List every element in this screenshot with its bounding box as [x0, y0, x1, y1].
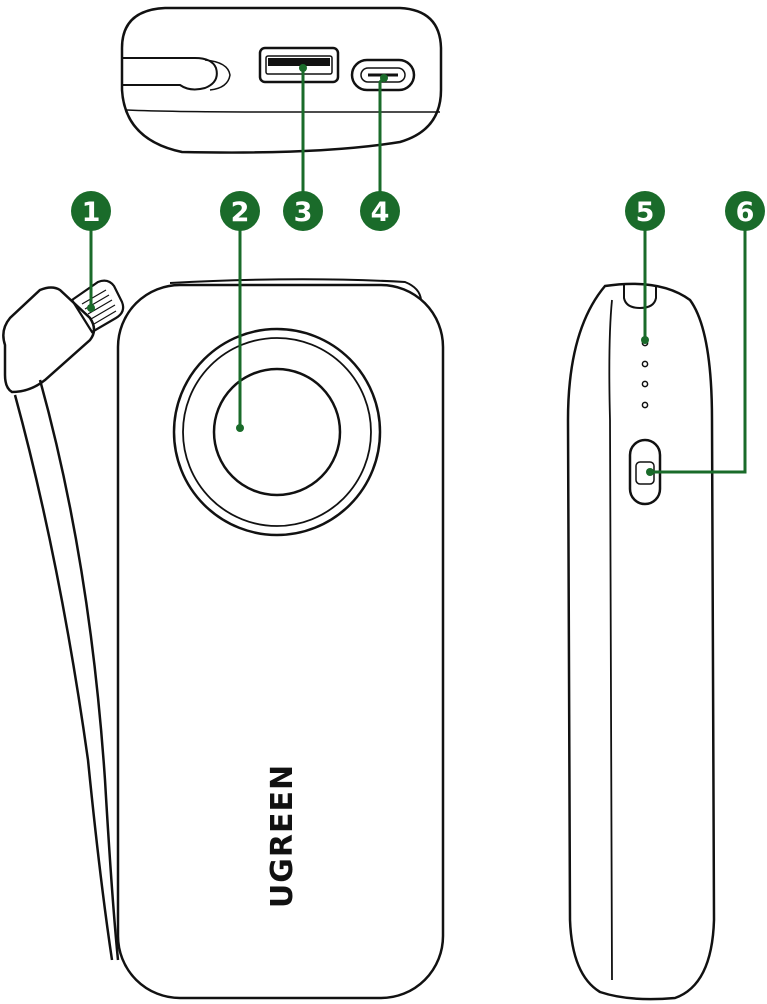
callout-badge-circle — [220, 191, 260, 231]
callout-badge-2: 2 — [220, 191, 260, 231]
callout-badge-circle — [360, 191, 400, 231]
callout-number: 2 — [231, 197, 250, 228]
callout-number: 1 — [82, 197, 101, 228]
leader-dot-5 — [641, 336, 649, 344]
side-view-face-line — [608, 299, 613, 981]
side-view — [566, 282, 716, 1001]
front-view-back-edge — [169, 278, 422, 301]
callout-badge-1: 1 — [71, 191, 111, 231]
callout-badge-circle — [71, 191, 111, 231]
callout-badge-5: 5 — [625, 191, 665, 231]
top-view — [120, 6, 443, 154]
callout-number: 6 — [736, 197, 755, 228]
callout-badge-circle — [625, 191, 665, 231]
leader-dot-3 — [299, 64, 307, 72]
brand-logo: UGREEN — [265, 764, 300, 908]
front-view — [2, 278, 445, 1000]
cable-stub-inner — [204, 59, 231, 91]
side-view-notch — [623, 285, 657, 310]
leader-dot-1 — [87, 304, 95, 312]
leader-dot-2 — [236, 424, 244, 432]
wireless-charging-middle-ring — [182, 337, 372, 527]
led-3 — [641, 380, 649, 388]
lightning-cable-outer — [38, 379, 120, 961]
callout-leaders — [89, 68, 747, 474]
top-view-body — [120, 6, 443, 154]
lightning-cable-boot — [2, 286, 96, 394]
lightning-cable-inner — [13, 394, 114, 961]
callout-number: 4 — [371, 197, 390, 228]
callout-number: 3 — [294, 197, 313, 228]
cable-stub — [122, 57, 218, 91]
leader-6 — [650, 228, 747, 474]
callout-badge-circle — [725, 191, 765, 231]
usb-a-port — [258, 46, 340, 84]
top-view-inner-line — [125, 109, 440, 113]
led-2 — [641, 360, 649, 368]
wireless-charging-inner-disc — [212, 367, 342, 497]
front-view-body — [116, 283, 445, 1000]
led-4 — [641, 401, 649, 409]
leader-dot-6 — [646, 468, 654, 476]
wireless-charging-outer-ring — [172, 327, 382, 537]
led-indicators — [641, 339, 649, 409]
callout-badge-6: 6 — [725, 191, 765, 231]
lightning-connector — [70, 279, 125, 334]
leader-dot-4 — [380, 74, 388, 82]
leader-4 — [378, 76, 386, 193]
callout-leader-dots — [87, 64, 654, 476]
callout-badge-4: 4 — [360, 191, 400, 231]
callout-number: 5 — [636, 197, 655, 228]
callout-badge-circle — [283, 191, 323, 231]
callout-badge-3: 3 — [283, 191, 323, 231]
side-view-body — [566, 282, 716, 1001]
